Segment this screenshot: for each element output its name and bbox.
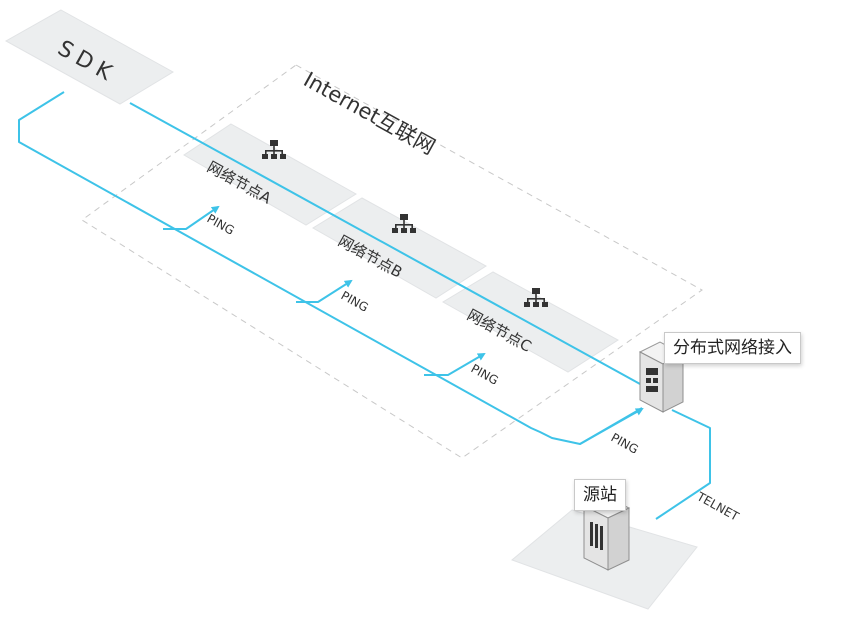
network-hierarchy-icon bbox=[262, 140, 286, 159]
node-b-platform bbox=[312, 197, 487, 299]
access-label: 分布式网络接入 bbox=[673, 338, 792, 358]
internet-label: Internet互联网 bbox=[300, 67, 440, 159]
ping-branch-access bbox=[579, 408, 644, 445]
ping-branch-c bbox=[424, 352, 486, 376]
access-callout: 分布式网络接入 bbox=[664, 332, 801, 364]
sdk-main-line bbox=[18, 91, 643, 445]
network-hierarchy-icon bbox=[524, 288, 548, 307]
telnet-line bbox=[655, 409, 711, 520]
ping-branch-a bbox=[163, 205, 220, 230]
ping-label-b: PING bbox=[339, 288, 371, 314]
ping-branch-b bbox=[296, 279, 353, 303]
ping-label-c: PING bbox=[469, 361, 501, 387]
backbone-line bbox=[129, 102, 661, 396]
node-a-platform bbox=[183, 123, 357, 226]
sdk-platform bbox=[4, 9, 174, 105]
origin-label: 源站 bbox=[583, 485, 617, 505]
ping-label-access: PING bbox=[609, 430, 641, 456]
ping-label-a: PING bbox=[205, 211, 237, 237]
origin-callout: 源站 bbox=[574, 479, 626, 511]
network-hierarchy-icon bbox=[392, 214, 416, 233]
internet-region bbox=[81, 64, 703, 459]
telnet-label: TELNET bbox=[694, 489, 742, 524]
